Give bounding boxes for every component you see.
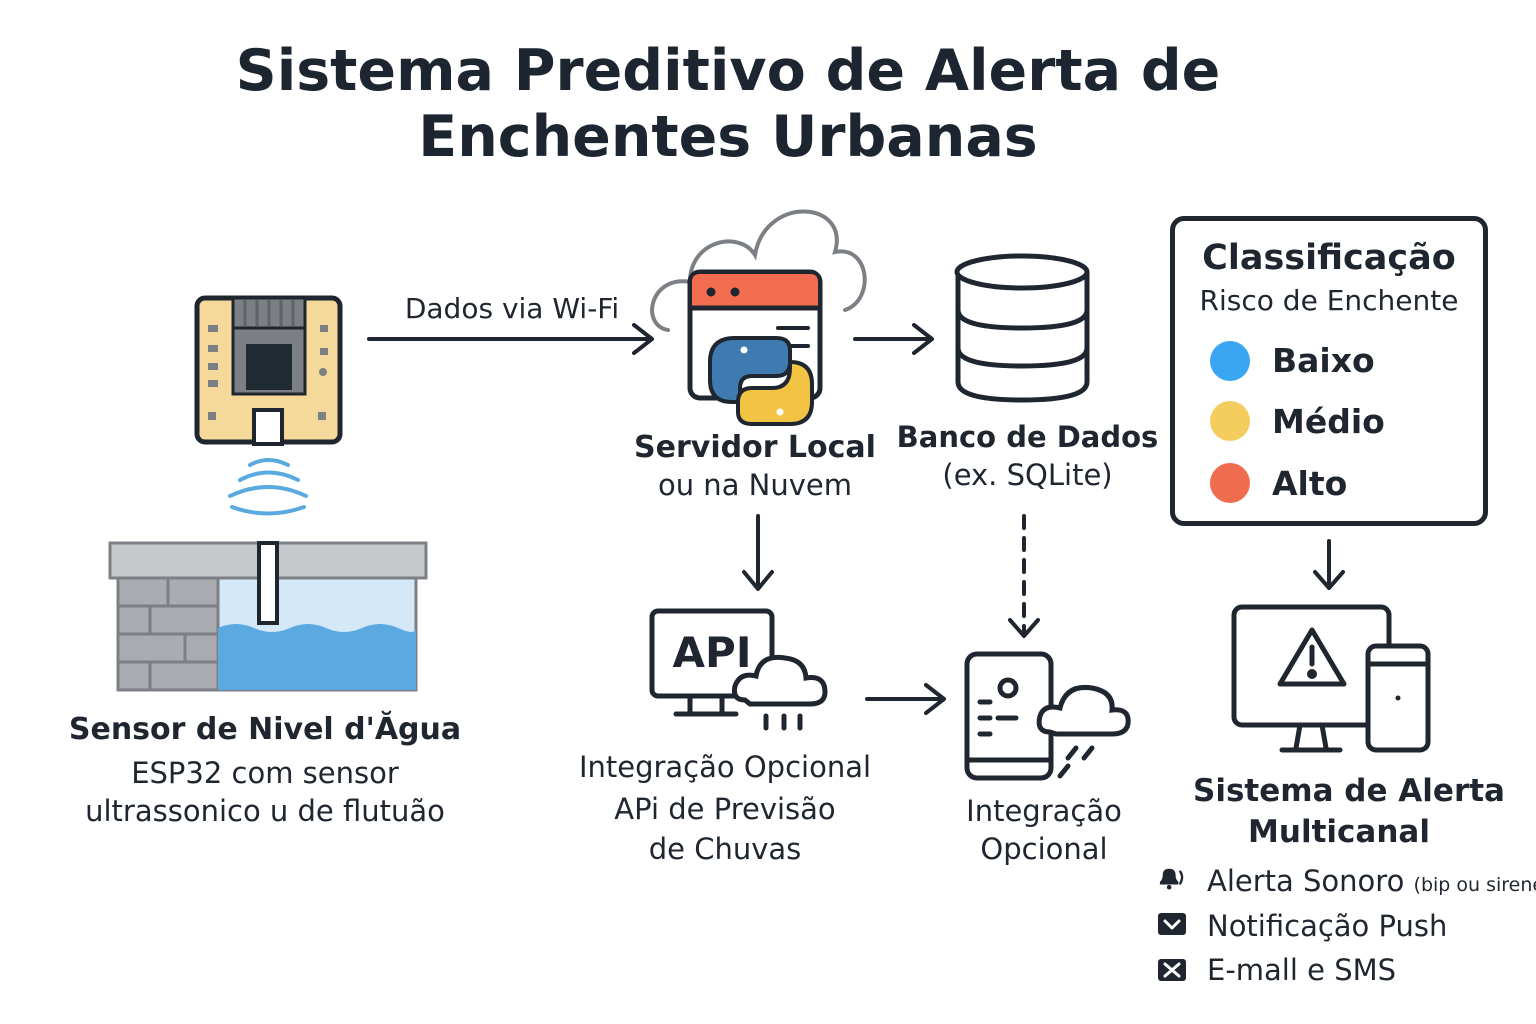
api-icon-text: API: [672, 628, 752, 677]
risk-label-medium: Médio: [1272, 402, 1385, 441]
risk-label-high: Alto: [1272, 464, 1348, 503]
water-tank-icon: [108, 541, 428, 692]
channel-sound-note: (bip ou sirene): [1413, 874, 1536, 896]
server-subtitle: ou na Nuvem: [657, 468, 853, 502]
rain-cloud-icon: [732, 654, 828, 731]
wireless-signal-icon: [228, 458, 308, 516]
alert-phone-icon: [1365, 643, 1431, 753]
alert-system-title-2: Multicanal: [1248, 814, 1430, 850]
risk-dot-medium: [1210, 401, 1250, 441]
database-subtitle: (ex. SQLite): [942, 458, 1113, 492]
title-line-2: Enchentes Urbanas: [418, 104, 1038, 170]
arrow-sensor-to-server: [367, 323, 654, 355]
page-title: Sistema Preditivo de Alerta de Enchentes…: [0, 38, 1536, 170]
channel-email-sms: E-mall e SMS: [1207, 953, 1397, 987]
arrow-server-to-api: [742, 514, 774, 591]
arrow-api-to-app: [865, 683, 946, 715]
classification-subtitle: Risco de Enchente: [1199, 284, 1459, 317]
python-logo-icon: [708, 336, 814, 426]
arrow-server-to-database: [853, 323, 934, 355]
classification-panel: [1170, 216, 1488, 526]
checkbox-icon: [1158, 913, 1186, 935]
risk-dot-high: [1210, 463, 1250, 503]
database-title: Banco de Dados: [896, 420, 1159, 454]
api-line-3: de Chuvas: [648, 832, 802, 866]
arrow-database-to-app-dashed: [1008, 514, 1040, 638]
classification-title: Classificação: [1202, 238, 1456, 278]
title-line-1: Sistema Preditivo de Alerta de: [235, 38, 1221, 104]
channel-push: Notificação Push: [1207, 909, 1448, 943]
cloud-icon: [650, 209, 867, 332]
sensor-line-2: ultrassonico u de flutuão: [85, 794, 445, 828]
alert-monitor-icon: [1231, 604, 1392, 753]
server-title: Servidor Local: [634, 430, 876, 465]
api-line-2: APi de Previsão: [614, 792, 836, 826]
api-line-1: Integração Opcional: [578, 750, 872, 784]
arrow-classification-to-alert: [1313, 539, 1345, 590]
database-icon: [954, 253, 1090, 403]
sensor-line-1: ESP32 com sensor: [131, 756, 399, 790]
risk-label-low: Baixo: [1272, 341, 1375, 380]
alert-system-title-1: Sistema de Alerta: [1193, 773, 1505, 809]
channel-sound-label: Alerta Sonoro: [1207, 864, 1405, 898]
risk-dot-low: [1210, 341, 1250, 381]
sensor-title: Sensor de Nivel d'Ăgua: [68, 712, 462, 747]
envelope-icon: [1158, 959, 1186, 981]
bell-icon: [1159, 868, 1184, 890]
wifi-edge-label: Dados via Wi-Fi: [404, 292, 620, 325]
app-line-1: Integração: [966, 794, 1122, 828]
channel-sound: Alerta Sonoro (bip ou sirene): [1207, 864, 1536, 898]
weather-cloud-icon: [1036, 684, 1131, 779]
app-line-2: Opcional: [980, 832, 1108, 866]
esp32-board-icon: [194, 295, 343, 446]
